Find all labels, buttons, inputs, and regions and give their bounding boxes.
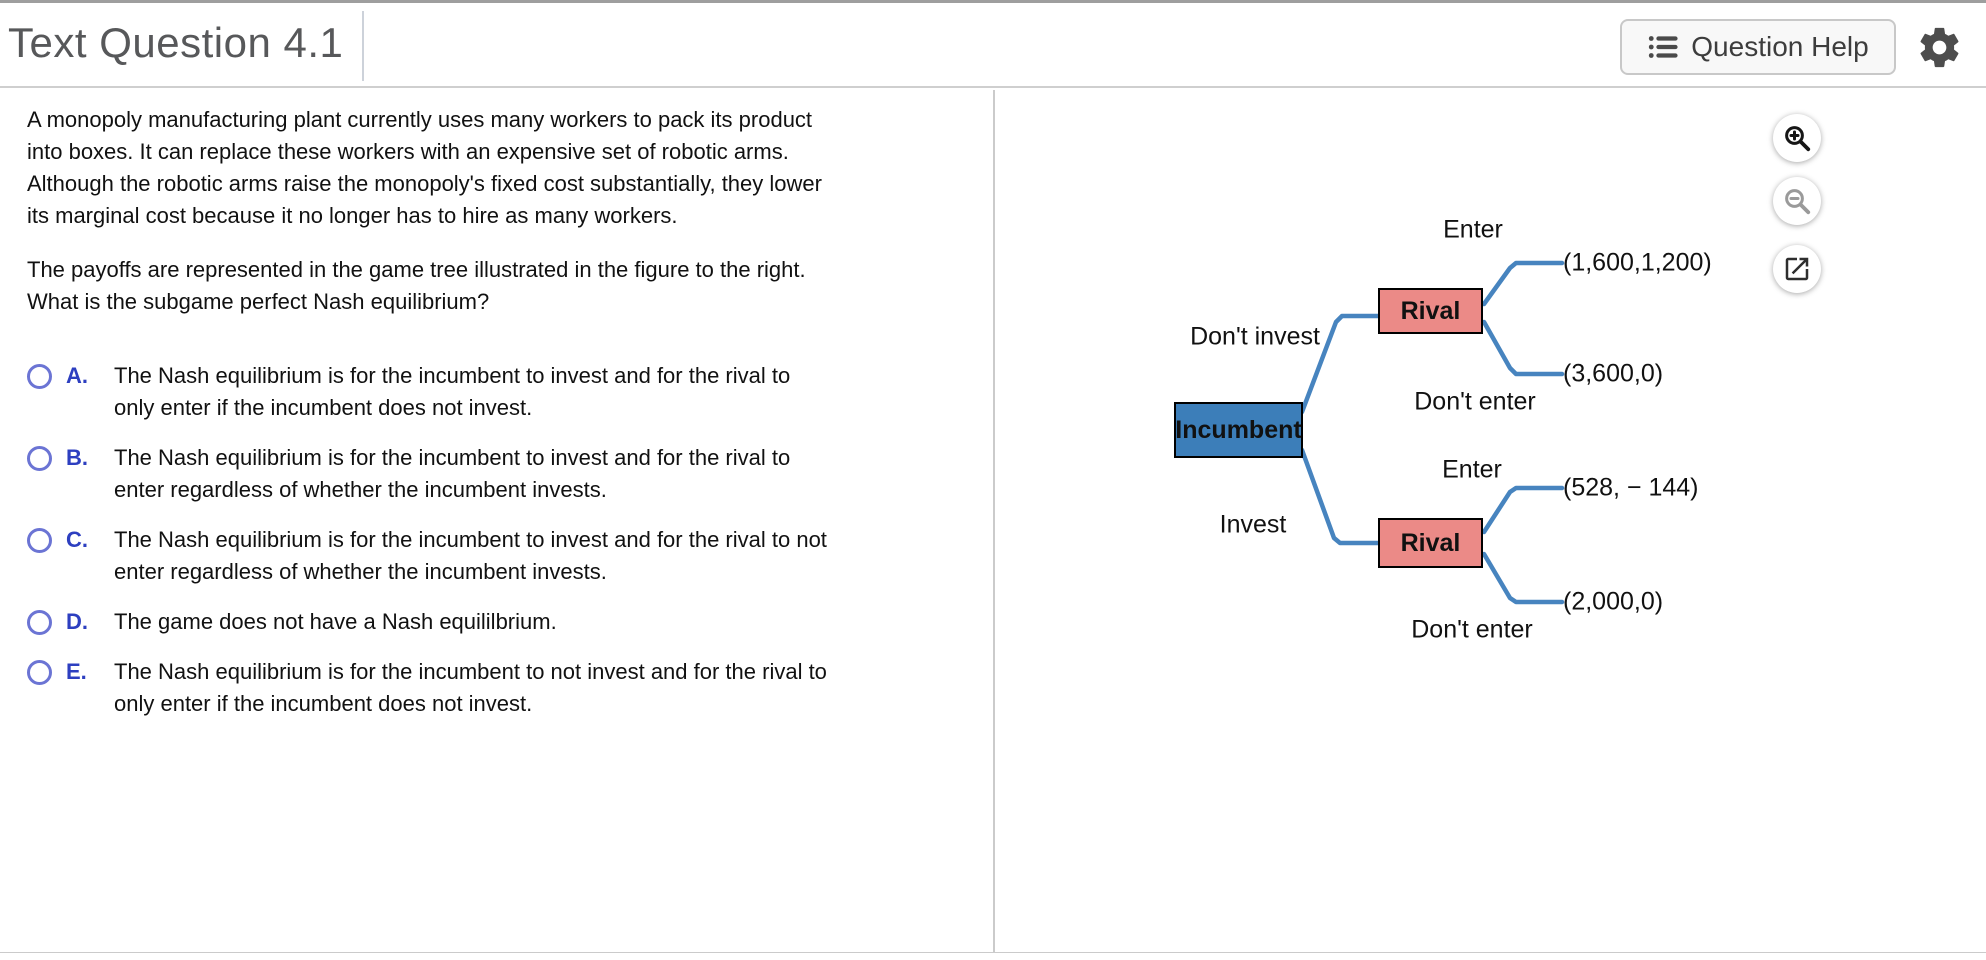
option-e-letter: E.: [66, 659, 87, 684]
payoff-enter-bottom: (528, − 144): [1563, 473, 1699, 502]
option-c[interactable]: C. The Nash equilibrium is for the incum…: [27, 524, 973, 588]
option-b-text: The Nash equilibrium is for the incumben…: [114, 445, 791, 502]
question-paragraph-2: The payoffs are represented in the game …: [27, 257, 806, 314]
invest-label: Invest: [1219, 510, 1287, 539]
dont-enter-label-bottom: Don't enter: [1411, 615, 1533, 644]
game-tree-figure: Incumbent Rival Rival Don't invest Inves…: [1150, 190, 1770, 670]
option-e-text: The Nash equilibrium is for the incumben…: [114, 659, 827, 716]
option-d-letter: D.: [66, 609, 88, 634]
rival-node-top: Rival: [1378, 288, 1483, 334]
question-pane: A monopoly manufacturing plant currently…: [0, 88, 993, 738]
header: Text Question 4.1 Question Help: [0, 0, 1986, 88]
page-title: Text Question 4.1: [8, 19, 344, 66]
zoom-in-icon: [1782, 123, 1812, 153]
option-a-radio[interactable]: [27, 364, 52, 389]
enter-label-bottom: Enter: [1442, 455, 1502, 484]
question-help-label: Question Help: [1691, 31, 1869, 62]
gear-icon[interactable]: [1916, 24, 1963, 71]
payoff-dont-enter-top: (3,600,0): [1563, 359, 1664, 388]
option-b[interactable]: B. The Nash equilibrium is for the incum…: [27, 442, 973, 506]
zoom-out-button[interactable]: [1773, 177, 1821, 225]
question-paragraph-1: A monopoly manufacturing plant currently…: [27, 107, 822, 228]
title-divider: [362, 11, 364, 81]
option-c-radio[interactable]: [27, 528, 52, 553]
option-a-text: The Nash equilibrium is for the incumben…: [114, 363, 791, 420]
payoff-dont-enter-bottom: (2,000,0): [1563, 587, 1664, 616]
option-b-letter: B.: [66, 445, 88, 470]
pane-divider: [993, 90, 995, 952]
option-e[interactable]: E. The Nash equilibrium is for the incum…: [27, 656, 973, 720]
zoom-in-button[interactable]: [1773, 114, 1821, 162]
list-icon: [1647, 30, 1681, 64]
bottom-border: [0, 952, 1986, 953]
option-b-radio[interactable]: [27, 446, 52, 471]
zoom-out-icon: [1782, 186, 1812, 216]
option-e-radio[interactable]: [27, 660, 52, 685]
option-d-radio[interactable]: [27, 610, 52, 635]
open-external-button[interactable]: [1773, 245, 1821, 293]
enter-label-top: Enter: [1443, 215, 1503, 244]
dont-invest-label: Don't invest: [1190, 322, 1320, 351]
option-d-text: The game does not have a Nash equililbri…: [114, 609, 557, 634]
external-link-icon: [1782, 254, 1812, 284]
incumbent-node: Incumbent: [1174, 402, 1303, 458]
option-c-text: The Nash equilibrium is for the incumben…: [114, 527, 827, 584]
rival-node-bottom: Rival: [1378, 518, 1483, 568]
payoff-enter-top: (1,600,1,200): [1563, 248, 1712, 277]
dont-enter-label-top: Don't enter: [1414, 387, 1536, 416]
option-a-letter: A.: [66, 363, 88, 388]
question-help-button[interactable]: Question Help: [1620, 19, 1896, 75]
option-d[interactable]: D. The game does not have a Nash equilil…: [27, 606, 973, 638]
option-a[interactable]: A. The Nash equilibrium is for the incum…: [27, 360, 973, 424]
game-tree-edges: [1299, 260, 1565, 605]
option-c-letter: C.: [66, 527, 88, 552]
